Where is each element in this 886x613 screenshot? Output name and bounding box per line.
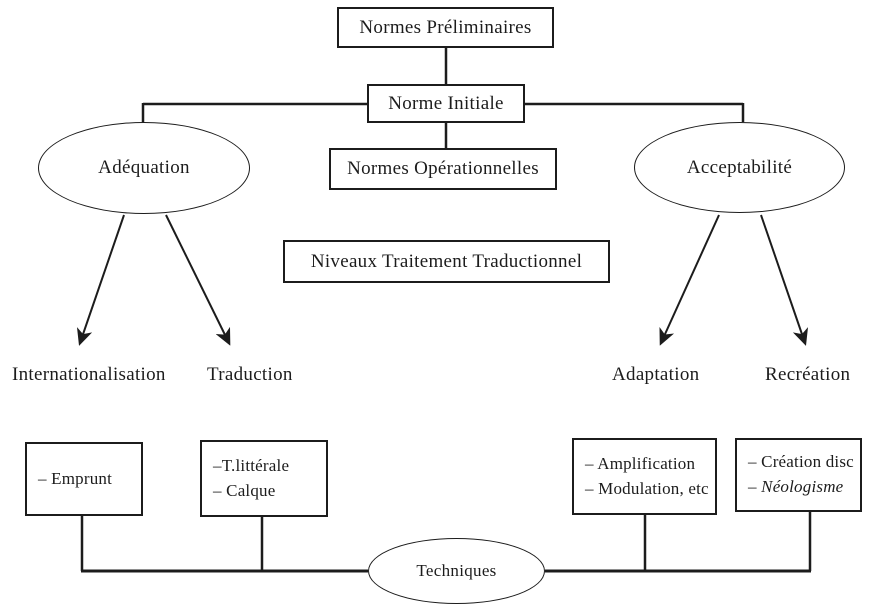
node-normes-operationnelles-label: Normes Opérationnelles <box>347 158 539 179</box>
node-normes-operationnelles: Normes Opérationnelles <box>329 148 557 190</box>
arrow-acceptabilite-adaptation <box>659 214 720 346</box>
amplification-line-2: – Modulation, etc <box>585 478 709 498</box>
node-techniques: Techniques <box>368 538 545 604</box>
emprunt-line-1: – Emprunt <box>38 468 113 488</box>
litterale-line-1: –T.littérale <box>213 455 290 475</box>
node-niveaux-traitement-traductionnel: Niveaux Traitement Traductionnel <box>283 240 610 283</box>
node-norme-initiale-label: Norme Initiale <box>388 92 504 114</box>
arrow-adequation-traduction <box>165 214 231 346</box>
label-adaptation: Adaptation <box>612 364 700 385</box>
node-adequation: Adéquation <box>38 122 250 214</box>
arrow-acceptabilite-recreation <box>760 214 809 346</box>
node-normes-preliminaires: Normes Préliminaires <box>337 7 554 48</box>
label-internationalisation: Internationalisation <box>12 364 166 385</box>
node-techniques-label: Techniques <box>416 561 497 580</box>
node-adequation-label: Adéquation <box>98 157 190 178</box>
node-normes-preliminaires-label: Normes Préliminaires <box>359 16 532 38</box>
creation-line-1: – Création disc <box>748 452 854 472</box>
node-acceptabilite: Acceptabilité <box>634 122 845 213</box>
node-amplification-box: – Amplification – Modulation, etc <box>572 438 717 515</box>
node-t-litterale-box: –T.littérale – Calque <box>200 440 328 517</box>
amplification-line-1: – Amplification <box>585 453 696 473</box>
litterale-line-2: – Calque <box>213 480 276 500</box>
label-traduction: Traduction <box>207 364 293 385</box>
node-creation-box: – Création disc – Néologisme <box>735 438 862 512</box>
creation-line-2: – Néologisme <box>748 477 844 496</box>
node-norme-initiale: Norme Initiale <box>367 84 525 123</box>
label-recreation: Recréation <box>765 364 851 385</box>
node-emprunt-box: – Emprunt <box>25 442 143 516</box>
arrow-adequation-internationalisation <box>76 214 125 346</box>
node-niveaux-label: Niveaux Traitement Traductionnel <box>310 250 583 272</box>
node-acceptabilite-label: Acceptabilité <box>686 156 793 178</box>
